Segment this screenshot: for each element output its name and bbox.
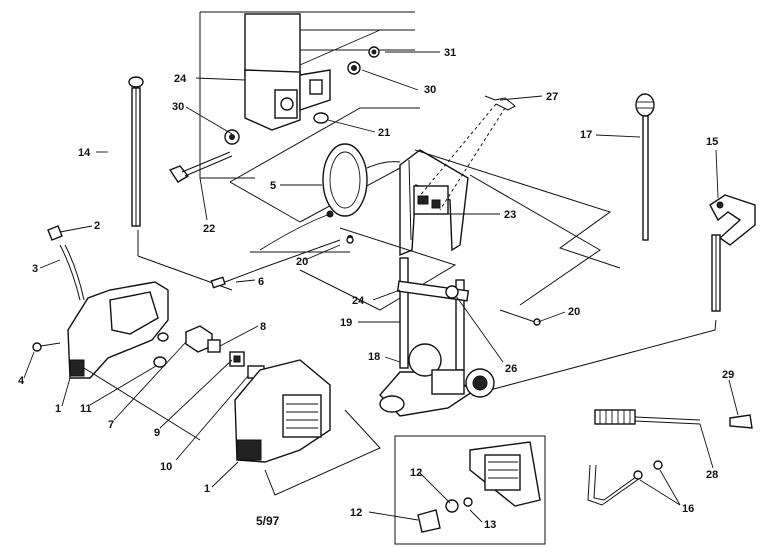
cart-frame-19: [396, 257, 470, 371]
label-30-left: 30: [172, 101, 184, 113]
label-1-left: 1: [55, 403, 61, 415]
footer-code: 5/97: [256, 514, 280, 528]
label-16: 16: [682, 503, 694, 515]
nut-31: [368, 46, 380, 58]
label-12-top: 12: [410, 467, 422, 479]
bolt-20-left: [346, 236, 354, 244]
label-8: 8: [260, 321, 266, 333]
label-22: 22: [203, 223, 215, 235]
label-6: 6: [258, 276, 264, 288]
label-19: 19: [340, 317, 352, 329]
bolt-20-right: [499, 309, 541, 326]
washer-30-left: [224, 129, 240, 145]
part-labels: 31 24 30 30 21 14 27 17 15 5 23 22 2 20 …: [18, 47, 734, 531]
label-11: 11: [80, 403, 92, 415]
label-5: 5: [270, 180, 276, 192]
label-29: 29: [722, 369, 734, 381]
label-21: 21: [378, 127, 390, 139]
label-27: 27: [546, 91, 558, 103]
leader-lines: [23, 51, 739, 523]
label-28: 28: [706, 469, 718, 481]
label-30-right: 30: [424, 84, 436, 96]
cylinder-11: [153, 332, 169, 368]
screw-4: [32, 342, 61, 352]
label-24-top: 24: [174, 73, 187, 85]
clip-27: [417, 95, 516, 211]
label-20-right: 20: [568, 306, 580, 318]
hose-3: [59, 244, 85, 301]
label-3: 3: [32, 263, 38, 275]
label-20-left: 20: [296, 256, 308, 268]
nozzle-29: [729, 414, 753, 429]
label-17: 17: [580, 129, 592, 141]
label-12-bottom: 12: [350, 507, 362, 519]
wrench-16: [587, 460, 663, 506]
label-31: 31: [444, 47, 456, 59]
hose-reel-5: [259, 143, 401, 251]
inset-detail-box: [394, 435, 546, 545]
washer-30-top: [347, 61, 361, 75]
wand-17: [635, 93, 655, 241]
label-24-mid: 24: [352, 295, 365, 307]
plate-8: [207, 339, 221, 353]
bolt-21: [313, 112, 329, 124]
handle-frame-23: [399, 149, 469, 257]
label-2: 2: [94, 220, 100, 232]
label-7: 7: [108, 419, 114, 431]
plate-9: [229, 351, 245, 367]
brush-28: [594, 409, 701, 425]
label-23: 23: [504, 209, 516, 221]
mount-bracket: [244, 69, 331, 131]
label-18: 18: [368, 351, 380, 363]
label-9: 9: [154, 427, 160, 439]
housing-front-1: [234, 359, 381, 496]
spray-gun-15: [709, 194, 756, 312]
label-26: 26: [505, 363, 517, 375]
label-14: 14: [78, 147, 91, 159]
label-4: 4: [18, 375, 25, 387]
hose-6: [210, 235, 353, 289]
upper-frame-outline: [199, 11, 420, 223]
cart-base-18: [379, 343, 495, 417]
label-10: 10: [160, 461, 172, 473]
housing-left-1: [67, 281, 201, 441]
wand-14: [128, 76, 144, 227]
label-15: 15: [706, 136, 718, 148]
bolt-22: [168, 151, 233, 183]
cap-2: [47, 225, 63, 241]
label-1-front: 1: [204, 483, 210, 495]
label-13: 13: [484, 519, 496, 531]
